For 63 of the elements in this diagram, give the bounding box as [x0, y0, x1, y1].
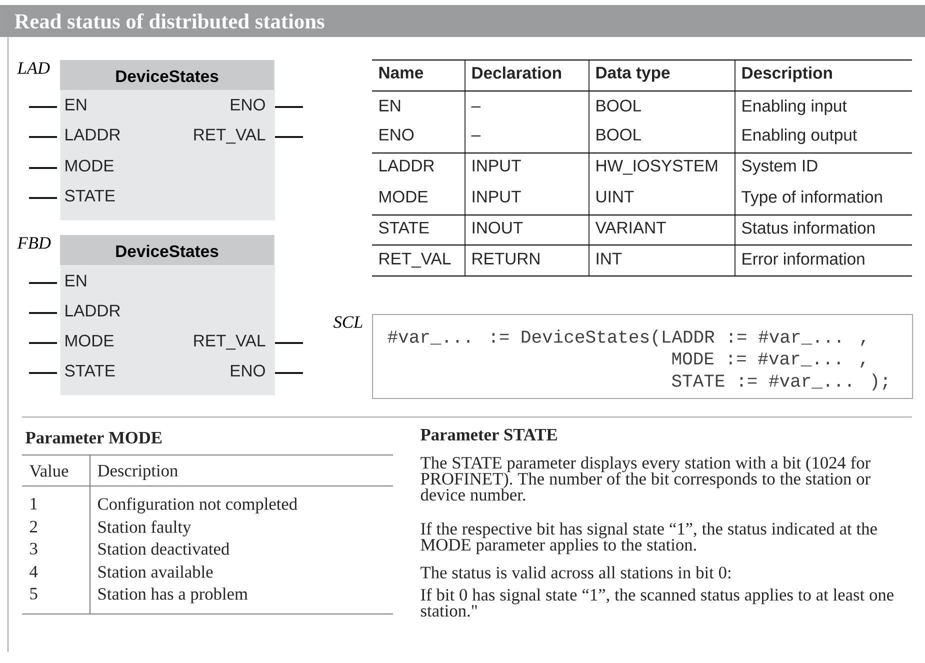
table-text: RETURN	[472, 252, 540, 264]
pin-label: LADDR	[66, 128, 120, 140]
table-text: Status information	[742, 222, 874, 234]
column-header: Description	[98, 464, 178, 480]
table-text: BOOL	[596, 100, 642, 112]
table-text: –	[471, 135, 481, 137]
table-text: 5	[30, 588, 38, 600]
table-text: UINT	[596, 190, 634, 202]
pin-label: RET_VAL	[194, 334, 266, 350]
pin-label: STATE	[65, 190, 115, 202]
language-label: FBD	[17, 237, 51, 249]
table-text: Station deactivated	[98, 542, 230, 555]
language-label: SCL	[333, 316, 362, 328]
pin-label: LADDR	[66, 304, 120, 316]
paragraph: The STATE parameter displays every station with a bit (1024 for PROFINET). The number of the bit corresponds to the station or device number.	[420, 456, 870, 501]
table-text: STATE	[379, 222, 429, 234]
table-text: INT	[596, 252, 622, 264]
table-text: Enabling output	[742, 128, 857, 144]
table-text: Type of information	[742, 190, 882, 206]
table-text: Error information	[742, 252, 864, 265]
table-text: INPUT	[472, 190, 521, 202]
column-header: Name	[379, 66, 424, 78]
title-bar: Read status of distributed stations	[0, 5, 925, 37]
pin-label: RET_VAL	[194, 128, 266, 144]
pin-label: STATE	[65, 364, 115, 377]
section-heading: Parameter STATE	[420, 428, 557, 440]
paragraph: The status is valid across all stations in bit 0:	[420, 566, 730, 579]
paragraph: If the respective bit has signal state “1”, the status indicated at the MODE parameter applies to the station.	[420, 522, 877, 554]
pin-label: ENO	[230, 364, 265, 377]
table-text: 4	[30, 566, 38, 578]
table-text: VARIANT	[595, 222, 666, 234]
table-text: 3	[30, 542, 38, 554]
table-text: MODE	[380, 190, 428, 203]
table-text: Enabling input	[742, 100, 847, 116]
pin-label: MODE	[66, 334, 114, 347]
table-text: –	[471, 106, 481, 108]
table-text: Station available	[98, 566, 213, 578]
column-header: Description	[742, 66, 832, 82]
table-text: RET_VAL	[380, 252, 451, 268]
pin-label: ENO	[230, 98, 265, 111]
column-header: Declaration	[472, 66, 561, 79]
table-text: INOUT	[472, 222, 523, 234]
table-text: Station has a problem	[98, 588, 248, 604]
column-header: Value	[29, 464, 68, 477]
table-text: LADDR	[380, 160, 434, 172]
table-text: HW_IOSYSTEM	[596, 160, 718, 175]
language-label: LAD	[17, 62, 50, 74]
table-text: System ID	[742, 160, 818, 175]
table-text: Configuration not completed	[98, 497, 298, 514]
table-text: ENO	[380, 128, 414, 141]
table-text: INPUT	[472, 160, 521, 172]
table-text: EN	[380, 100, 400, 112]
section-heading: Parameter MODE	[26, 432, 162, 444]
pin-label: MODE	[66, 160, 114, 172]
table-text: Station faulty	[98, 520, 192, 536]
column-header: Data type	[596, 66, 670, 82]
paragraph: If bit 0 has signal state “1”, the scanned status applies to at least one station."	[420, 588, 894, 617]
pin-label: EN	[66, 98, 86, 110]
pin-label: EN	[66, 274, 86, 286]
table-text: BOOL	[596, 128, 642, 141]
code-box: #var_... := DeviceStates(LADDR := #var_... , MODE := #var_... , STATE := #var_... );	[372, 314, 914, 400]
table-text: 2	[30, 520, 37, 532]
table-text: 1	[30, 498, 37, 510]
